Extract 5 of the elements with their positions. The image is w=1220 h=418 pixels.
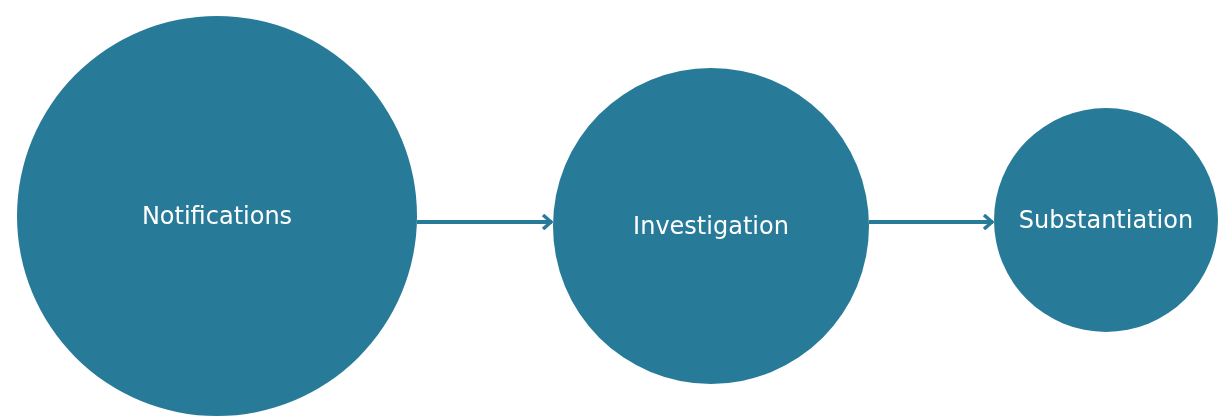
arrow [416,213,553,231]
arrow [868,213,994,231]
node-label: Substantiation [1018,206,1194,234]
node-label: Notifications [141,202,293,230]
node-label: Investigation [633,212,789,240]
